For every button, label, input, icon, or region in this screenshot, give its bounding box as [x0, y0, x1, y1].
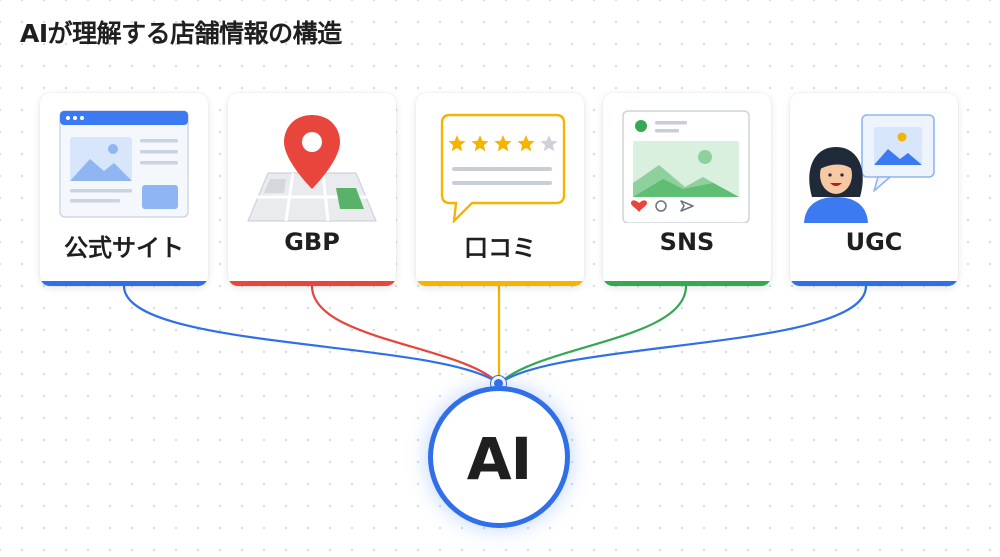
star-icon: [471, 135, 489, 152]
page-title: AIが理解する店舗情報の構造: [20, 19, 342, 48]
map-pin-icon: [247, 115, 377, 222]
source-label: GBP: [284, 228, 340, 256]
source-label: 公式サイト: [64, 234, 184, 262]
source-card-sns: SNS: [603, 93, 771, 286]
connector-ugc: [499, 285, 868, 384]
source-label: SNS: [659, 228, 715, 256]
star-icon: [448, 135, 466, 152]
ai-node: AI: [428, 386, 570, 528]
accent-bar: [40, 281, 208, 286]
star-icon: [540, 135, 558, 152]
star-icon: [517, 135, 535, 152]
source-card-website: 公式サイト: [40, 93, 208, 286]
rating-stars: [448, 135, 558, 152]
ai-label: AI: [466, 425, 532, 493]
source-label: UGC: [845, 228, 903, 256]
review-bubble-icon: [440, 113, 566, 223]
connector-gbp: [310, 285, 499, 384]
source-card-ugc: UGC: [790, 93, 958, 286]
source-card-review: 口コミ: [416, 93, 584, 286]
accent-bar: [228, 281, 396, 286]
accent-bar: [416, 281, 584, 286]
source-card-gbp: GBP: [228, 93, 396, 286]
user-content-icon: [804, 114, 935, 223]
star-icon: [494, 135, 512, 152]
accent-bar: [790, 281, 958, 286]
connector-website: [122, 285, 499, 384]
website-icon: [59, 110, 189, 218]
social-post-icon: [622, 110, 750, 223]
accent-bar: [603, 281, 771, 286]
connector-sns: [499, 285, 688, 384]
source-label: 口コミ: [464, 234, 536, 262]
